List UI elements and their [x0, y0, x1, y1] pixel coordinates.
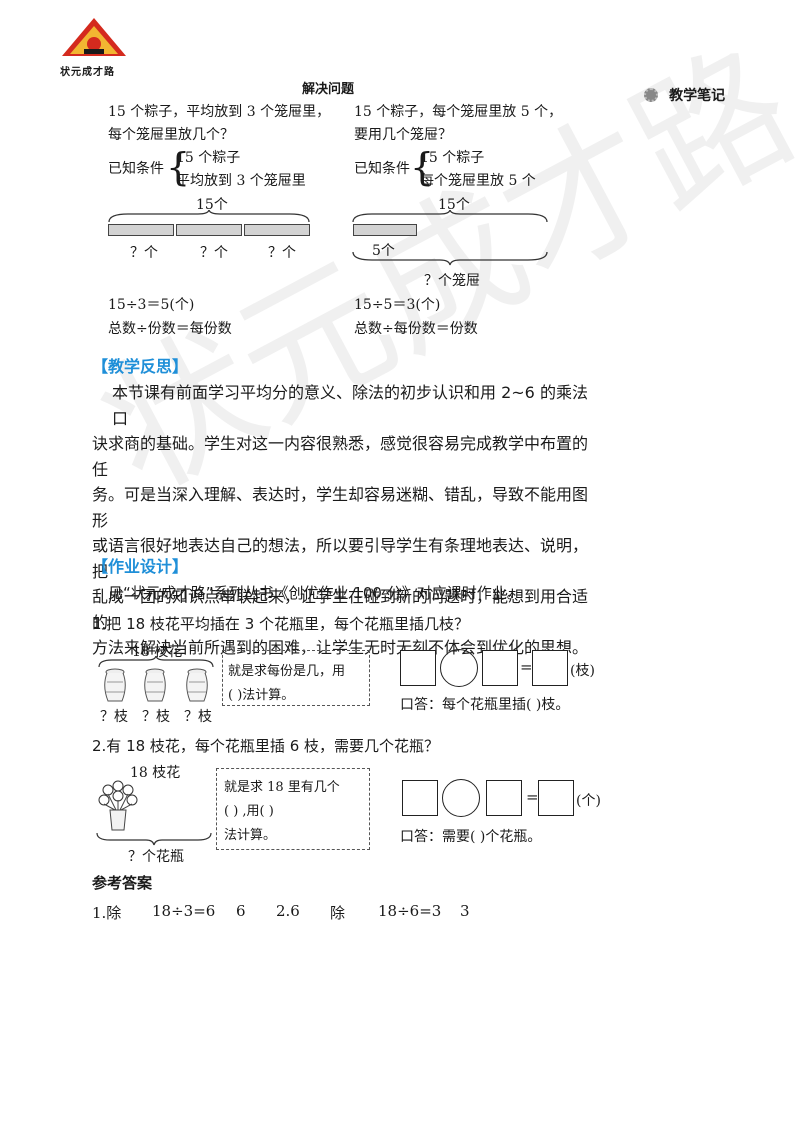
- answer-item: 6: [236, 902, 246, 920]
- right-bottom-brace: [352, 251, 548, 266]
- notes-label: 教学笔记: [644, 84, 725, 105]
- reflection-line: 或语言很好地表达自己的想法，所以要引导学生有条理地表达、说明，把: [92, 536, 589, 581]
- right-part-label: 5个: [372, 243, 395, 259]
- reflection-body: 本节课有前面学习平均分的意义、除法的初步认识和用 2~6 的乘法口 诀求商的基础…: [92, 380, 602, 661]
- flower-vase-icon: [98, 780, 138, 831]
- right-top-brace: [352, 210, 548, 223]
- vase-icon: [144, 668, 166, 702]
- exercise-2-brace: [96, 832, 212, 846]
- left-top-brace: [108, 210, 310, 223]
- right-total-label: 15个: [438, 197, 470, 213]
- exercise-2-hint-line1: 就是求 18 里有几个: [224, 780, 340, 795]
- right-brace: {: [410, 145, 435, 189]
- vase-label-3: ？枝: [184, 709, 212, 725]
- exercise-1-hint-box: [222, 650, 370, 706]
- left-question-line1: 15 个粽子，平均放到 3 个笼屉里，: [108, 104, 331, 120]
- exercise-1-question: 1.把 18 枝花平均插在 3 个花瓶里，每个花瓶里插几枝？: [92, 615, 470, 633]
- left-segment-3: [244, 224, 310, 236]
- exercise-2-total: 18 枝花: [130, 765, 181, 781]
- exercise-2-hint-box: [216, 768, 370, 850]
- exercise-2-answer-box-divisor[interactable]: [486, 780, 522, 816]
- right-relation: 总数÷每份数＝份数: [354, 321, 478, 337]
- exercise-2-oral-answer: 口答：需要( )个花瓶。: [400, 829, 542, 845]
- reflection-line: 本节课有前面学习平均分的意义、除法的初步认识和用 2~6 的乘法口: [112, 383, 588, 428]
- left-brace: {: [166, 145, 191, 189]
- answers-heading: 参考答案: [92, 874, 153, 892]
- left-segment-2: [176, 224, 242, 236]
- left-condition-2: 平均放到 3 个笼屉里: [176, 173, 306, 189]
- exercise-1-unit: (枝): [570, 663, 595, 679]
- page-title: 解决问题: [302, 82, 355, 97]
- exercise-1-total: 18 枝花: [132, 644, 183, 660]
- exercise-2-hint-line3: 法计算。: [224, 828, 277, 843]
- answer-item: 18÷3=6: [152, 902, 216, 920]
- left-known-label: 已知条件: [108, 161, 164, 177]
- right-condition-2: 每个笼屉里放 5 个: [420, 173, 536, 189]
- exercise-2-operator-circle[interactable]: [442, 779, 480, 817]
- logo-text: 状元成才路: [60, 67, 115, 78]
- exercise-1-hint-line2: ( )法计算。: [228, 688, 295, 703]
- right-known-label: 已知条件: [354, 161, 410, 177]
- exercise-1-answer-box-result[interactable]: [532, 650, 568, 686]
- gear-bullet-icon: [644, 87, 658, 102]
- vase-label-1: ？枝: [100, 709, 128, 725]
- vase-label-2: ？枝: [142, 709, 170, 725]
- exercise-1-oral-answer: 口答：每个花瓶里插( )枝。: [400, 697, 570, 713]
- publisher-logo: 状元成才路: [60, 16, 128, 78]
- equals-sign: =: [526, 788, 539, 806]
- exercise-2-question: 2.有 18 枝花，每个花瓶里插 6 枝，需要几个花瓶？: [92, 737, 440, 755]
- left-equation: 15÷3＝5(个): [108, 297, 195, 313]
- answer-item: 18÷6=3: [378, 902, 442, 920]
- right-condition-1: 15 个粽子: [420, 150, 485, 166]
- right-question-line2: 要用几个笼屉？: [354, 127, 452, 143]
- left-segment-1: [108, 224, 174, 236]
- answer-item: 3: [460, 902, 470, 920]
- answer-item: 除: [330, 904, 346, 922]
- exercise-2-answer-box-dividend[interactable]: [402, 780, 438, 816]
- reflection-line: 务。可是当深入理解、表达时，学生却容易迷糊、错乱，导致不能用图形: [92, 485, 589, 530]
- right-question-line1: 15 个粽子，每个笼屉里放 5 个，: [354, 104, 563, 120]
- vase-icon: [104, 668, 126, 702]
- logo-triangle-icon: [62, 18, 126, 56]
- exercise-1-brace: [98, 656, 214, 668]
- left-part-label-2: ？个: [200, 245, 228, 261]
- exercise-1-answer-box-dividend[interactable]: [400, 650, 436, 686]
- left-relation: 总数÷份数＝每份数: [108, 321, 232, 337]
- reflection-heading: 【教学反思】: [92, 357, 189, 376]
- left-question-line2: 每个笼屉里放几个？: [108, 127, 234, 143]
- left-part-label-3: ？个: [268, 245, 296, 261]
- exercise-2-answer-box-result[interactable]: [538, 780, 574, 816]
- equals-sign: =: [520, 658, 533, 676]
- left-condition-1: 15 个粽子: [176, 150, 241, 166]
- answer-item: 2.6: [276, 902, 300, 920]
- right-equation: 15÷5＝3(个): [354, 297, 441, 313]
- homework-heading: 【作业设计】: [92, 557, 189, 576]
- answer-item: 1.除: [92, 904, 122, 922]
- vase-icon: [186, 668, 208, 702]
- exercise-2-unit: (个): [576, 793, 601, 809]
- left-part-label-1: ？个: [130, 245, 158, 261]
- reflection-line: 乱成一团的知识点串联起来，让学生在碰到新的问题时，能想到用合适的: [92, 587, 589, 632]
- exercise-1-hint-line1: 就是求每份是几，用: [228, 664, 346, 679]
- exercise-2-hint-line2: ( ) ,用( ): [224, 804, 274, 819]
- right-unknown-label: ？个笼屉: [424, 273, 480, 289]
- exercise-1-operator-circle[interactable]: [440, 649, 478, 687]
- notes-label-text: 教学笔记: [669, 87, 726, 104]
- right-segment: [353, 224, 417, 236]
- reflection-line: 诀求商的基础。学生对这一内容很熟悉，感觉很容易完成教学中布置的任: [92, 434, 589, 479]
- exercise-1-answer-box-divisor[interactable]: [482, 650, 518, 686]
- exercise-2-bottom-label: ？个花瓶: [128, 849, 184, 865]
- homework-intro: 见“状元成才路”系列丛书《创优作业 100 分》对应课时作业。: [108, 584, 522, 602]
- left-total-label: 15个: [196, 197, 228, 213]
